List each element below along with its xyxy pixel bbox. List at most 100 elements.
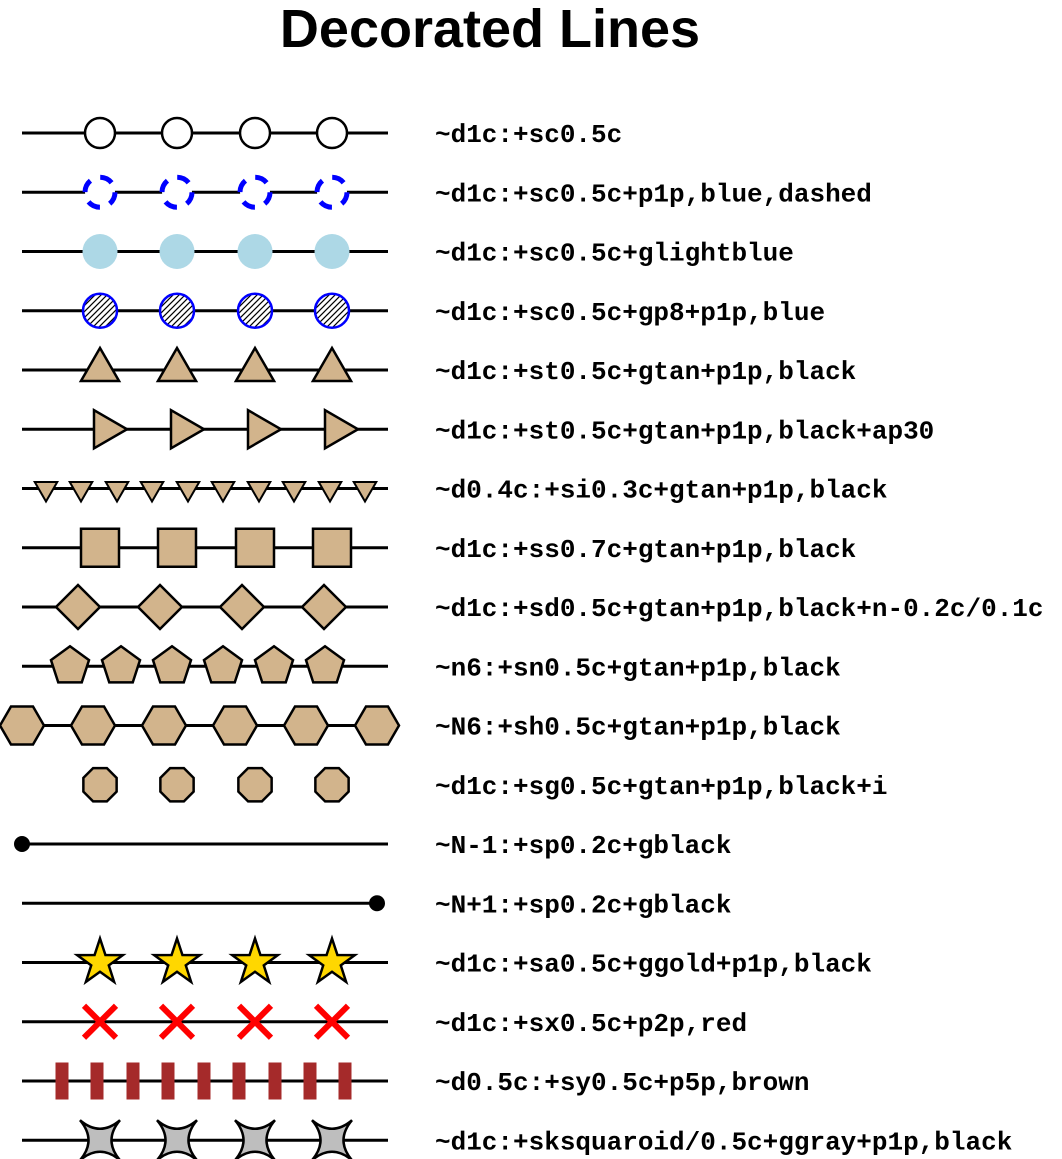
- pentagon-symbol: [49, 644, 91, 684]
- pentagon-symbol: [202, 644, 244, 684]
- hexagon-symbol: [69, 705, 117, 746]
- row-code-label: ~d0.5c:+sy0.5c+p5p,brown: [435, 1068, 809, 1098]
- vertical-bar-symbol: [268, 1062, 282, 1100]
- vertical-bar-symbol: [55, 1062, 69, 1100]
- star-symbol: [150, 934, 204, 986]
- hexagon-symbol: [140, 705, 188, 746]
- squaroid-symbol: [79, 1119, 121, 1159]
- row-code-label: ~d1c:+sx0.5c+p2p,red: [435, 1009, 747, 1039]
- circle-symbol: [314, 174, 350, 210]
- decorated-line-row: ~d1c:+ss0.7c+gtan+p1p,black: [22, 527, 856, 568]
- row-code-label: ~n6:+sn0.5c+gtan+p1p,black: [435, 653, 841, 683]
- figure-title: Decorated Lines: [280, 0, 700, 59]
- triangle-down-symbol: [139, 481, 165, 504]
- circle-symbol: [160, 116, 194, 150]
- diamond-symbol: [300, 583, 348, 631]
- octagon-symbol: [82, 766, 118, 803]
- star-symbol: [305, 934, 359, 986]
- decorated-line-row: ~N6:+sh0.5c+gtan+p1p,black: [0, 705, 841, 746]
- pentagon-symbol: [304, 644, 346, 684]
- decorated-line-row: ~N-1:+sp0.2c+gblack: [14, 831, 731, 861]
- squaroid-symbol: [234, 1119, 276, 1159]
- square-symbol: [311, 527, 353, 568]
- star-symbol: [228, 934, 282, 986]
- decorated-line-row: ~d1c:+sc0.5c+p1p,blue,dashed: [22, 174, 872, 210]
- triangle-down-symbol: [68, 481, 94, 504]
- circle-symbol: [83, 116, 117, 150]
- triangle-symbol: [78, 345, 122, 383]
- circle-symbol: [82, 174, 118, 210]
- triangle-right-symbol: [92, 408, 130, 451]
- triangle-right-symbol: [169, 408, 207, 451]
- triangle-right-symbol: [323, 408, 361, 451]
- circle-symbol: [237, 174, 273, 210]
- x-cross-symbol: [81, 1003, 119, 1040]
- row-code-label: ~d1c:+sa0.5c+ggold+p1p,black: [435, 950, 872, 980]
- row-code-label: ~d1c:+st0.5c+gtan+p1p,black+ap30: [435, 416, 934, 446]
- vertical-bar-symbol: [232, 1062, 246, 1100]
- decorated-line-row: ~d0.4c:+si0.3c+gtan+p1p,black: [22, 476, 887, 506]
- triangle-down-symbol: [33, 481, 59, 504]
- circle-symbol: [159, 234, 195, 269]
- triangle-down-symbol: [175, 481, 201, 504]
- row-code-label: ~d1c:+st0.5c+gtan+p1p,black: [435, 357, 856, 387]
- triangle-down-symbol: [246, 481, 272, 504]
- vertical-bar-symbol: [197, 1062, 211, 1100]
- row-code-label: ~N+1:+sp0.2c+gblack: [435, 890, 731, 920]
- decorated-line-row: ~d1c:+sx0.5c+p2p,red: [22, 1003, 747, 1040]
- triangle-down-symbol: [317, 481, 343, 504]
- hatched-circle-symbol: [236, 292, 274, 329]
- octagon-symbol: [159, 766, 195, 803]
- row-code-label: ~d1c:+sd0.5c+gtan+p1p,black+n-0.2c/0.1c: [435, 594, 1044, 624]
- x-cross-symbol: [236, 1003, 274, 1040]
- decorated-line-row: ~d1c:+sc0.5c+gp8+p1p,blue: [22, 292, 825, 329]
- x-cross-symbol: [313, 1003, 351, 1040]
- hexagon-symbol: [282, 705, 330, 746]
- pentagon-symbol: [253, 644, 295, 684]
- vertical-bar-symbol: [338, 1062, 352, 1100]
- row-code-label: ~d1c:+sc0.5c+p1p,blue,dashed: [435, 179, 872, 209]
- decorated-line-row: ~d1c:+sc0.5c+glightblue: [22, 234, 794, 269]
- octagon-symbol: [314, 766, 350, 803]
- diamond-symbol: [218, 583, 266, 631]
- row-code-label: ~d1c:+sc0.5c: [435, 120, 622, 150]
- octagon-symbol: [237, 766, 273, 803]
- hexagon-symbol: [353, 705, 401, 746]
- circle-symbol: [237, 234, 273, 269]
- point-symbol: [14, 836, 30, 852]
- vertical-bar-symbol: [161, 1062, 175, 1100]
- pentagon-symbol: [100, 644, 142, 684]
- vertical-bar-symbol: [303, 1062, 317, 1100]
- decorated-line-row: ~d1c:+sc0.5c: [22, 116, 622, 150]
- triangle-down-symbol: [210, 481, 236, 504]
- square-symbol: [79, 527, 121, 568]
- row-code-label: ~d1c:+sc0.5c+gp8+p1p,blue: [435, 298, 825, 328]
- hexagon-symbol: [0, 705, 46, 746]
- triangle-down-symbol: [104, 481, 130, 504]
- x-cross-symbol: [158, 1003, 196, 1040]
- circle-symbol: [82, 234, 118, 269]
- decorated-line-row: ~d1c:+sksquaroid/0.5c+ggray+p1p,black: [22, 1119, 1012, 1159]
- decorated-line-row: ~d1c:+sg0.5c+gtan+p1p,black+i: [82, 766, 887, 803]
- row-code-label: ~N-1:+sp0.2c+gblack: [435, 831, 731, 861]
- row-code-label: ~d1c:+ss0.7c+gtan+p1p,black: [435, 535, 856, 565]
- point-symbol: [369, 895, 385, 912]
- triangle-down-symbol: [352, 481, 378, 504]
- circle-symbol: [238, 116, 272, 150]
- hatched-circle-symbol: [158, 292, 196, 329]
- pentagon-symbol: [151, 644, 193, 684]
- row-code-label: ~d0.4c:+si0.3c+gtan+p1p,black: [435, 476, 887, 506]
- triangle-symbol: [233, 345, 277, 383]
- triangle-down-symbol: [281, 481, 307, 504]
- decorated-line-row: ~d1c:+st0.5c+gtan+p1p,black+ap30: [22, 408, 934, 451]
- decorated-line-row: ~d1c:+sa0.5c+ggold+p1p,black: [22, 934, 872, 986]
- triangle-symbol: [155, 345, 199, 383]
- squaroid-symbol: [156, 1119, 198, 1159]
- diamond-symbol: [54, 583, 102, 631]
- square-symbol: [234, 527, 276, 568]
- row-code-label: ~d1c:+sc0.5c+glightblue: [435, 239, 794, 269]
- decorated-line-row: ~N+1:+sp0.2c+gblack: [22, 890, 731, 920]
- squaroid-symbol: [311, 1119, 353, 1159]
